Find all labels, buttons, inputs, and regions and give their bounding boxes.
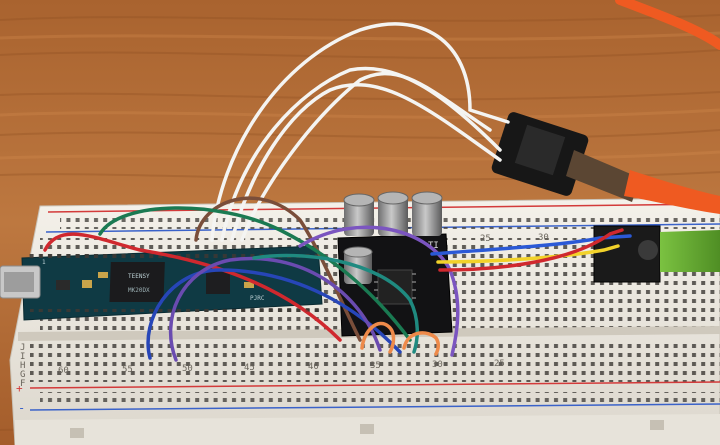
wire-blue-left [146,268,402,360]
capacitor-3 [412,196,442,236]
pot-shaft [566,150,640,202]
regulator-chip [206,270,230,294]
potentiometer [491,112,720,214]
wire-blue-right [430,234,632,256]
wire-red-top [43,232,342,342]
col-number-35: 35 [370,361,381,371]
row-letter-g: G [20,370,25,380]
orange-plug [624,170,720,214]
row-letter-i: I [20,352,25,362]
col-number-50: 50 [182,364,193,374]
col-number-45: 45 [244,363,255,373]
wire-red-right [438,228,624,272]
wire-orange-2 [402,331,441,356]
rail-plus-label: + [16,382,23,395]
row-letter-j: J [20,343,25,353]
orange-cable [615,0,720,50]
green-plug [660,230,720,272]
amp-brand-label: TI [428,241,439,251]
wire-orange-1 [360,321,396,354]
teensy-chip-label: MK20DX [128,287,150,294]
col-number-60: 60 [58,366,69,376]
wire-yellow [436,244,620,264]
wood-grain-light [0,31,720,161]
col-number-top-30: 30 [538,233,549,243]
wire-purple-left [168,256,382,362]
col-number-40: 40 [308,362,319,372]
teensy-brand-label: TEENSY [128,273,150,280]
teensy-header-pins [30,309,320,316]
rail-minus-label: - [18,401,25,415]
wire-green [98,206,412,342]
col-number-30: 30 [432,360,443,370]
teensy-pin-label: 1 [42,259,46,266]
mcu-chip [109,262,165,302]
row-letter-h: H [20,361,25,371]
row-letter-f: F [20,379,25,389]
col-number-55: 55 [122,365,133,375]
breadboard-labels: 60 55 50 45 40 35 30 25 25 30 J I H G F … [16,233,549,415]
col-number-25: 25 [494,359,505,369]
col-number-top-25: 25 [480,234,491,244]
jumper-wires [43,196,632,362]
capacitor-2 [378,196,408,236]
teensy-pjrc-label: PJRC [250,295,265,302]
white-wires [210,22,510,242]
